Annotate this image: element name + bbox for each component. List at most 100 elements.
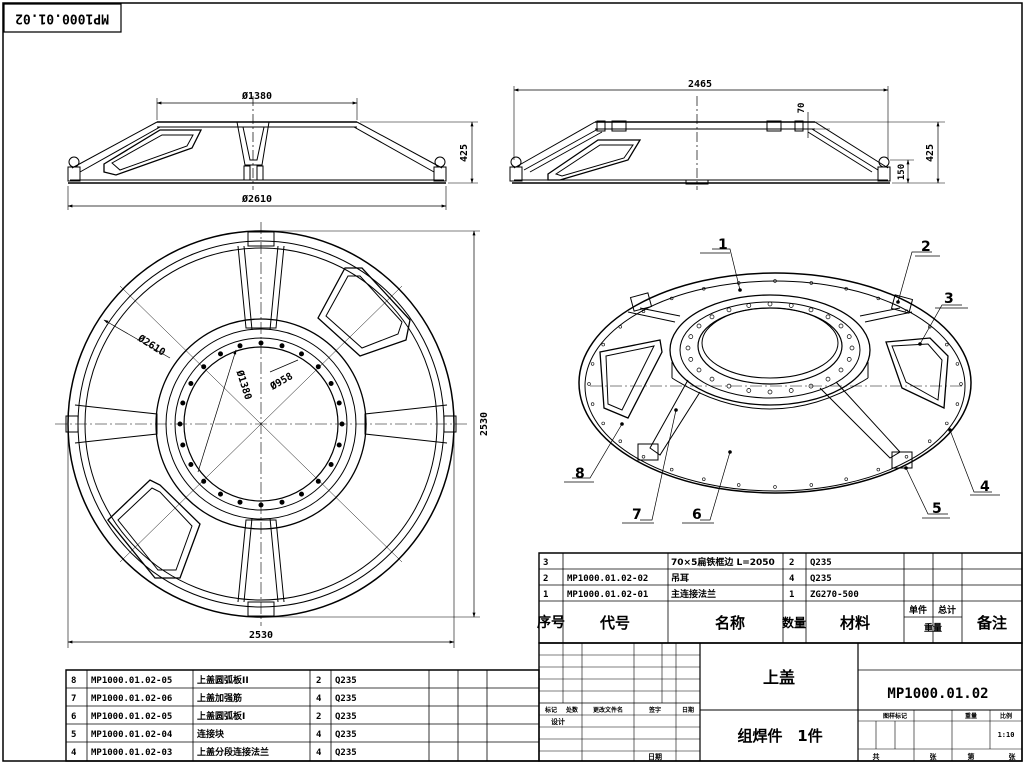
bom-lower-rows: 8 MP1000.01.02-05 上盖圆弧板II 2 Q235 7 MP100…: [71, 674, 357, 758]
rim-hole: [928, 440, 931, 443]
bom-lower-row-code: MP1000.01.02-03: [91, 748, 172, 758]
bolt-hole: [337, 443, 341, 447]
balloon-7: 7: [632, 507, 642, 523]
bom-upper-row-no: 1: [543, 590, 548, 600]
bolt-hole: [316, 479, 320, 483]
assembly-note: 组焊件: [737, 727, 782, 745]
flange-hole: [689, 357, 693, 361]
bom-lower-row-name: 上盖圆弧板II: [197, 674, 249, 686]
side-dim-flange: 70: [797, 103, 807, 114]
flange-hole: [847, 335, 851, 339]
bom-header-material: 材料: [840, 614, 870, 632]
rim-hole: [945, 343, 948, 346]
bom-upper-row-code: MP1000.01.02-01: [567, 590, 648, 600]
part-name: 上盖: [763, 668, 795, 687]
stage-header-mark: 图样标记: [883, 712, 907, 720]
flange-hole: [727, 308, 731, 312]
flange-hole: [747, 304, 751, 308]
flange-hole: [839, 324, 843, 328]
sheet-unit-label: 张: [930, 752, 938, 761]
bolt-hole: [202, 479, 206, 483]
bom-lower-row-no: 5: [71, 730, 76, 740]
rim-hole: [702, 287, 705, 290]
isometric-dots: [620, 288, 952, 470]
bolt-hole: [280, 500, 284, 504]
bom-upper-rows: 3 70×5扁铁框边 L=2050 2 Q235 2 MP1000.01.02-…: [543, 556, 859, 600]
bom-lower-row-no: 4: [71, 748, 77, 758]
rev-header-date: 日期: [682, 706, 694, 714]
rim-hole: [591, 363, 594, 366]
rim-hole: [905, 455, 908, 458]
balloon-6: 6: [692, 507, 702, 523]
bom-lower-row-name: 上盖分段连接法兰: [197, 746, 269, 758]
bom-lower-row-name: 上盖圆弧板I: [197, 710, 245, 722]
bom-lower-row-material: Q235: [335, 712, 357, 722]
rim-hole: [877, 468, 880, 471]
balloon-2: 2: [921, 239, 931, 255]
balloon-3: 3: [944, 291, 954, 307]
drawing-number-stamp-text: MP1000.01.02: [15, 11, 109, 26]
bom-header-total: 总计: [938, 604, 956, 616]
bom-upper-row-name: 吊耳: [671, 573, 689, 584]
sheet-no-label: 第: [968, 752, 975, 761]
rim-hole: [670, 468, 673, 471]
drawing-number-stamp: MP1000.01.02: [4, 4, 121, 32]
bom-upper-row-material: Q235: [810, 558, 832, 568]
flange-hole: [789, 304, 793, 308]
bom-lower-row-material: Q235: [335, 676, 357, 686]
rim-hole: [956, 363, 959, 366]
front-dim-top: Ø1380: [241, 90, 272, 102]
bom-lower-row-code: MP1000.01.02-05: [91, 712, 172, 722]
bolt-hole: [300, 492, 304, 496]
bolt-hole: [181, 443, 185, 447]
bom-upper-header: 序号 代号 名称 数量 材料 单件 总计 重量 备注: [537, 604, 1007, 634]
rim-hole: [591, 403, 594, 406]
rim-hole: [642, 455, 645, 458]
bom-upper-row-no: 2: [543, 574, 548, 584]
rim-hole: [877, 297, 880, 300]
design-label: 设计: [551, 717, 565, 726]
flange-hole: [710, 377, 714, 381]
date-label: 日期: [648, 752, 662, 761]
rim-hole: [588, 383, 591, 386]
side-dim-height: 425: [925, 144, 936, 162]
balloon-5: 5: [932, 501, 942, 517]
rim-hole: [774, 486, 777, 489]
bolt-hole: [238, 344, 242, 348]
flange-hole: [697, 368, 701, 372]
rim-hole: [774, 280, 777, 283]
plan-view: [55, 222, 480, 648]
bom-lower-row-name: 连接块: [197, 728, 225, 740]
rim-hole: [928, 325, 931, 328]
flange-hole: [697, 324, 701, 328]
balloon-1: 1: [718, 237, 728, 253]
bom-lower-grid: [66, 670, 539, 761]
bolt-hole: [316, 365, 320, 369]
bom-lower-row-material: Q235: [335, 694, 357, 704]
rim-hole: [956, 403, 959, 406]
bom-upper-row-qty: 4: [789, 574, 795, 584]
flange-hole: [710, 315, 714, 319]
flange-hole: [826, 377, 830, 381]
title-block-grid: [539, 643, 1022, 761]
bom-lower-row-no: 8: [71, 676, 76, 686]
flange-hole: [768, 390, 772, 394]
plan-dim-height: 2530: [479, 412, 490, 436]
bom-header-no: 序号: [537, 614, 565, 631]
rim-hole: [602, 343, 605, 346]
flange-hole: [686, 346, 690, 350]
bolt-hole: [337, 401, 341, 405]
bolt-hole: [329, 382, 333, 386]
bom-lower-row-no: 7: [71, 694, 76, 704]
sheet-border: [3, 3, 1022, 761]
side-dim-lug: 150: [897, 164, 907, 180]
bom-upper-row-code: MP1000.01.02-02: [567, 574, 648, 584]
rim-hole: [945, 422, 948, 425]
stage-header-scale: 比例: [1000, 712, 1012, 720]
rim-hole: [845, 287, 848, 290]
bom-lower-row-code: MP1000.01.02-06: [91, 694, 172, 704]
rim-hole: [810, 484, 813, 487]
flange-hole: [689, 335, 693, 339]
bom-lower-row-material: Q235: [335, 748, 357, 758]
